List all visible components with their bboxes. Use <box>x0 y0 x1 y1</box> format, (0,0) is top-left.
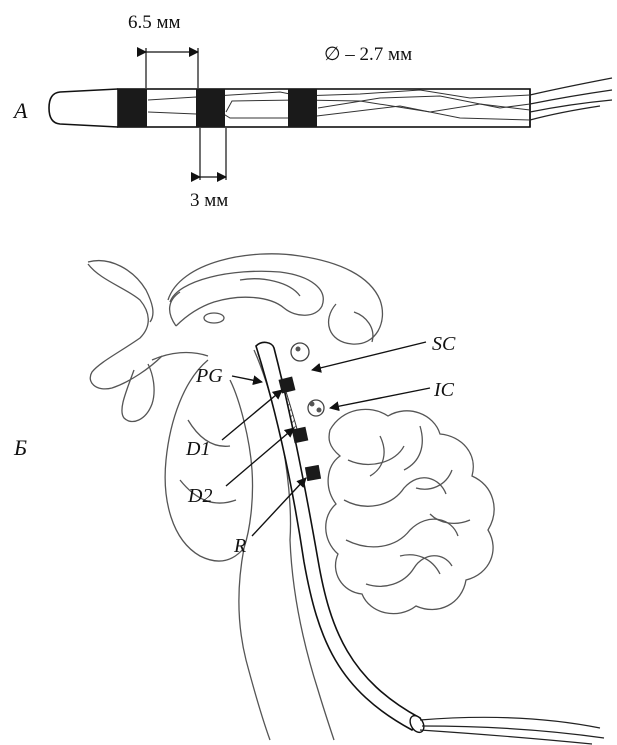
dimension-spacing: 6.5 мм <box>128 12 198 88</box>
label-arrows <box>222 342 430 536</box>
diameter-label: ∅ – 2.7 мм <box>324 44 412 65</box>
electrode-contact-3 <box>288 89 317 127</box>
electrode-contact-1 <box>118 89 147 127</box>
implanted-contact-r <box>305 465 321 481</box>
dimension-contact-width: 3 мм <box>190 128 228 211</box>
implanted-electrode <box>256 342 604 744</box>
label-r: R <box>233 535 246 557</box>
panel-b: Б <box>13 254 604 744</box>
panel-a: А <box>12 12 612 211</box>
dimension-contact-width-label: 3 мм <box>190 190 228 211</box>
brain-sketch <box>88 254 494 740</box>
cerebellum <box>326 409 494 613</box>
label-d2: D2 <box>187 485 212 507</box>
implanted-contact-d2 <box>292 427 309 444</box>
electrode-contact-2 <box>196 89 225 127</box>
pineal-blob <box>204 313 224 323</box>
label-d1: D1 <box>185 438 210 460</box>
d2-arrow <box>226 428 294 486</box>
lead-wires <box>530 78 612 120</box>
implanted-electrode-body <box>256 342 420 730</box>
ic-arrow <box>330 388 430 408</box>
electrode-tip <box>49 89 118 127</box>
electrode-diagram <box>49 78 612 127</box>
label-sc: SC <box>432 333 456 355</box>
label-ic: IC <box>433 379 455 401</box>
dimension-spacing-label: 6.5 мм <box>128 12 181 33</box>
panel-b-letter: Б <box>13 435 27 460</box>
label-pg: PG <box>195 365 223 387</box>
optic-region <box>88 261 162 422</box>
implanted-lead-wires <box>420 717 604 744</box>
upper-brain-fold <box>168 254 382 344</box>
pons <box>165 360 244 561</box>
sc-arrow <box>312 342 426 370</box>
panel-a-letter: А <box>12 98 28 123</box>
d1-arrow <box>222 390 282 440</box>
pg-arrow <box>232 376 262 382</box>
superior-colliculus <box>291 343 309 361</box>
